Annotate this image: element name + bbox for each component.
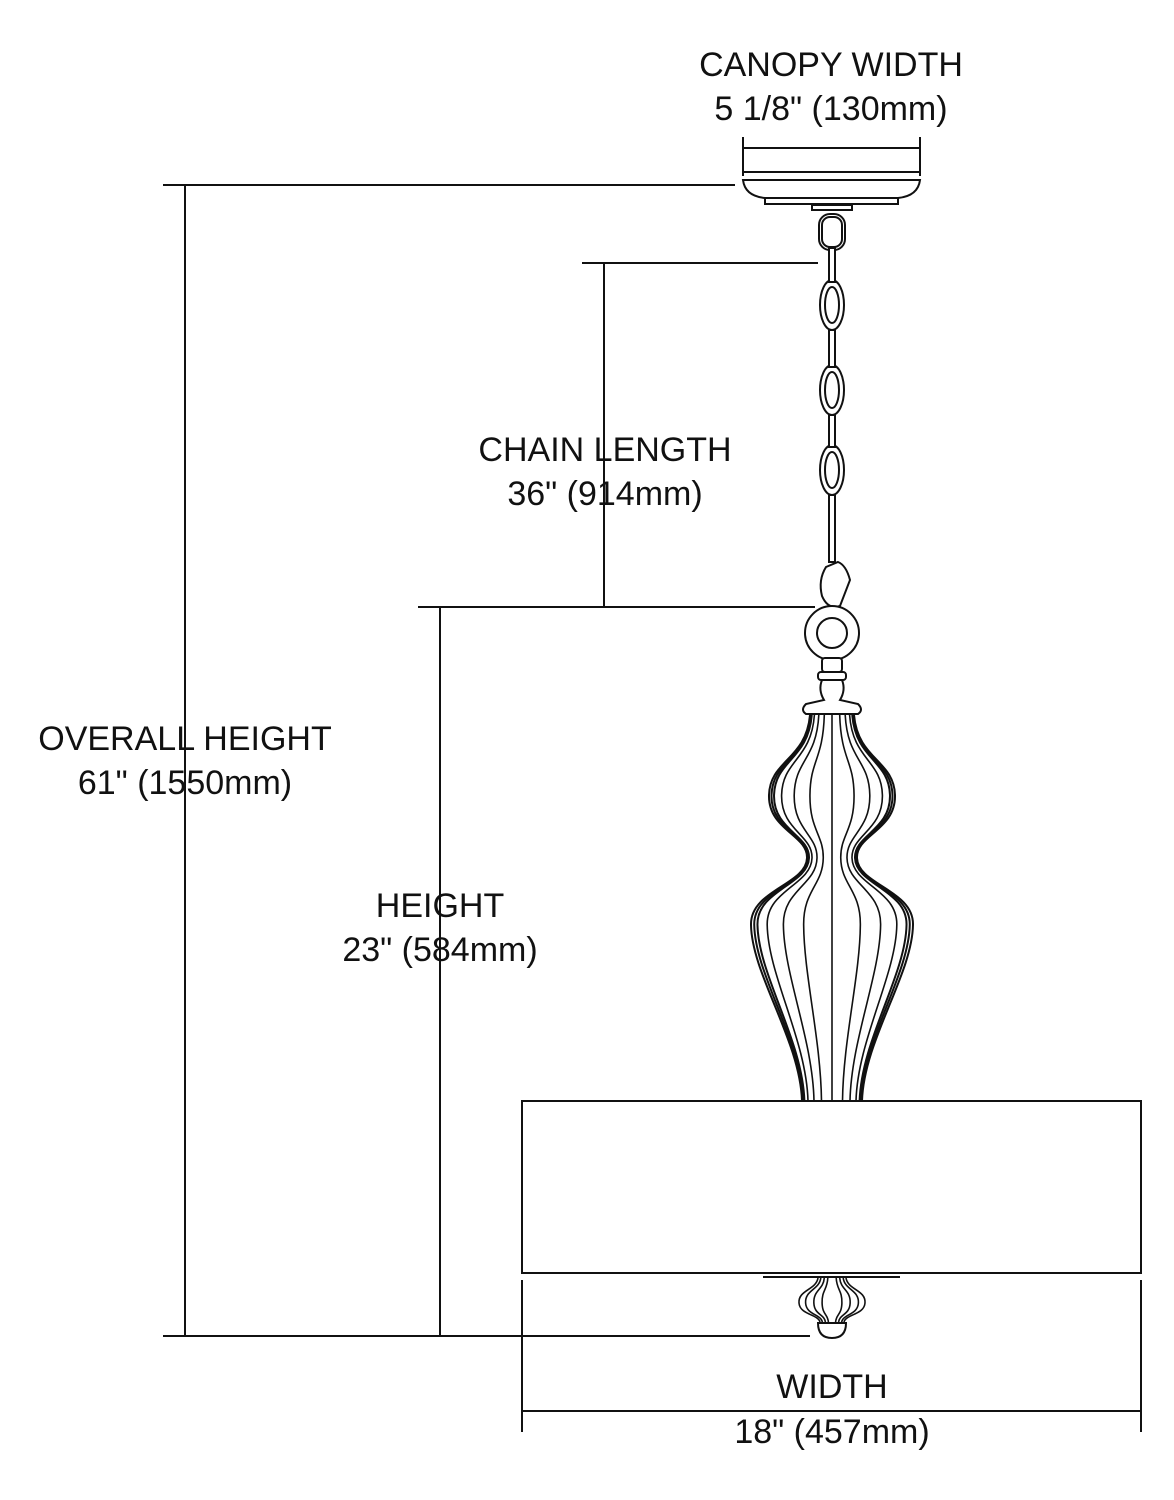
width-value: 18" (457mm)	[734, 1413, 929, 1451]
chain-link-inner	[824, 451, 840, 489]
bottom-finial	[798, 1277, 866, 1340]
chain-link-inner	[824, 371, 840, 409]
finial-rib	[834, 1277, 843, 1323]
drum-shade	[521, 1100, 1142, 1274]
body-rib	[838, 714, 862, 1102]
finial-rib	[837, 1277, 851, 1323]
finial-rib	[798, 1277, 821, 1323]
gourd-body	[749, 714, 915, 1102]
finial-rib	[840, 1277, 860, 1323]
finial-top	[802, 657, 862, 715]
finial-rib	[813, 1277, 827, 1323]
finial-rib	[821, 1277, 830, 1323]
body-rib	[844, 714, 882, 1102]
width-dimension	[521, 1280, 1142, 1432]
overall-height-dimension	[163, 184, 810, 1337]
width-label: WIDTH	[776, 1368, 887, 1406]
finial-rib	[804, 1277, 824, 1323]
canopy-width-label: CANOPY WIDTH	[699, 46, 963, 84]
chain-link-side	[828, 329, 836, 368]
body-rib	[766, 714, 816, 1102]
body-rib	[851, 714, 908, 1102]
chain-length-dimension	[418, 262, 818, 608]
body-rib	[802, 714, 826, 1102]
finial-tip	[816, 1322, 848, 1340]
chain-link-side	[828, 494, 836, 563]
chain-link-side	[828, 414, 836, 448]
chain-link-inner	[824, 286, 840, 324]
chain	[804, 213, 860, 661]
chain-link-side	[828, 247, 836, 283]
body-rib	[782, 714, 820, 1102]
canopy-width-value: 5 1/8" (130mm)	[714, 90, 947, 128]
finial-rib	[843, 1277, 866, 1323]
body-rib	[756, 714, 813, 1102]
canopy	[741, 150, 922, 211]
body-rib	[848, 714, 898, 1102]
